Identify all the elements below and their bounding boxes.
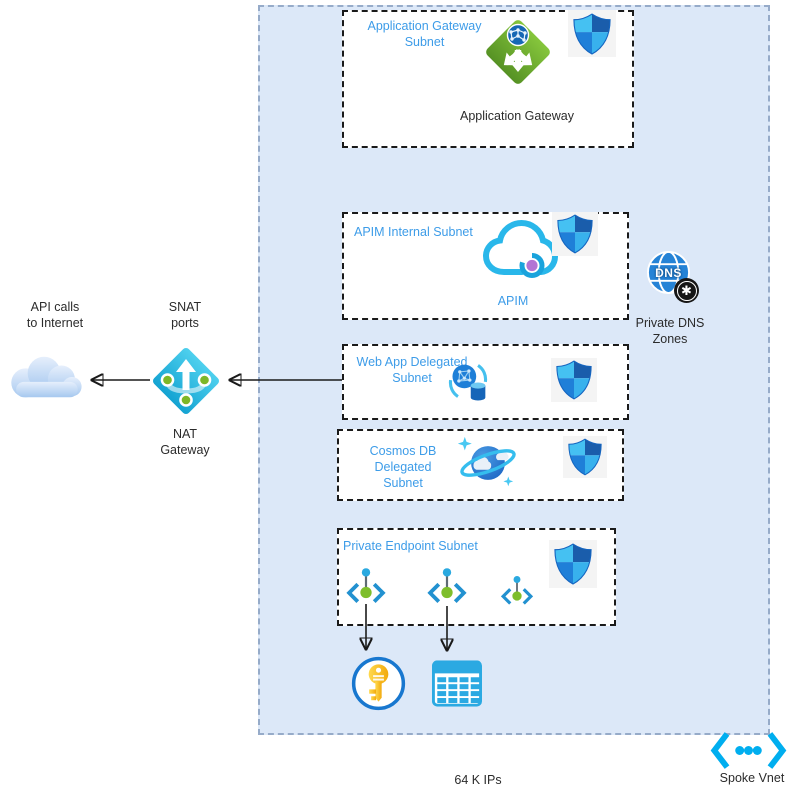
web-app-icon	[447, 360, 489, 402]
private-endpoint-icon	[344, 566, 388, 608]
dns-globe-text: DNS	[655, 266, 682, 280]
nat-gateway-icon	[148, 343, 224, 419]
nsg-chip-web-app	[551, 358, 597, 402]
wildcard-glyph: ✱	[681, 283, 692, 298]
apim-caption: APIM	[497, 294, 529, 308]
internet-cloud-icon	[4, 351, 86, 403]
nsg-chip-private-endpoint	[549, 540, 597, 588]
subnet-title-app-gateway: Application Gateway Subnet	[367, 19, 482, 49]
nsg-chip-apim	[552, 212, 598, 256]
subnet-title-apim: APIM Internal Subnet	[354, 225, 473, 239]
cosmos-db-icon	[452, 434, 524, 492]
storage-table-icon	[432, 660, 482, 707]
key-vault-icon	[351, 656, 406, 711]
nsg-chip-cosmos-db	[563, 436, 607, 478]
internet-label: API calls to Internet	[26, 300, 84, 330]
subnet-title-private-endpoint: Private Endpoint Subnet	[343, 539, 478, 553]
nsg-chip-app-gateway	[568, 10, 616, 57]
subnet-title-web-app: Web App Delegated Subnet	[356, 355, 468, 385]
spoke-vnet-icon	[709, 730, 788, 771]
nsg-shield-icon	[554, 543, 592, 585]
spoke-vnet-label: Spoke Vnet	[719, 771, 785, 785]
wildcard-asterisk-icon: ✱	[674, 278, 699, 303]
private-dns-zones-label: Private DNS Zones	[635, 316, 705, 346]
subnet-title-cosmos-db: Cosmos DB Delegated Subnet	[369, 444, 437, 490]
nsg-shield-icon	[568, 438, 602, 476]
vnet-capacity-label: 64 K IPs	[454, 773, 502, 787]
nat-gateway-label: NAT Gateway	[160, 427, 210, 457]
snat-ports-label: SNAT ports	[168, 300, 202, 330]
nsg-shield-icon	[556, 360, 592, 400]
private-endpoint-icon	[499, 574, 535, 609]
nsg-shield-icon	[573, 13, 611, 55]
application-gateway-icon	[480, 14, 556, 90]
app-gateway-caption: Application Gateway	[460, 109, 574, 123]
private-endpoint-icon	[425, 566, 469, 608]
nsg-shield-icon	[557, 214, 593, 254]
apim-cloud-icon	[482, 218, 558, 284]
